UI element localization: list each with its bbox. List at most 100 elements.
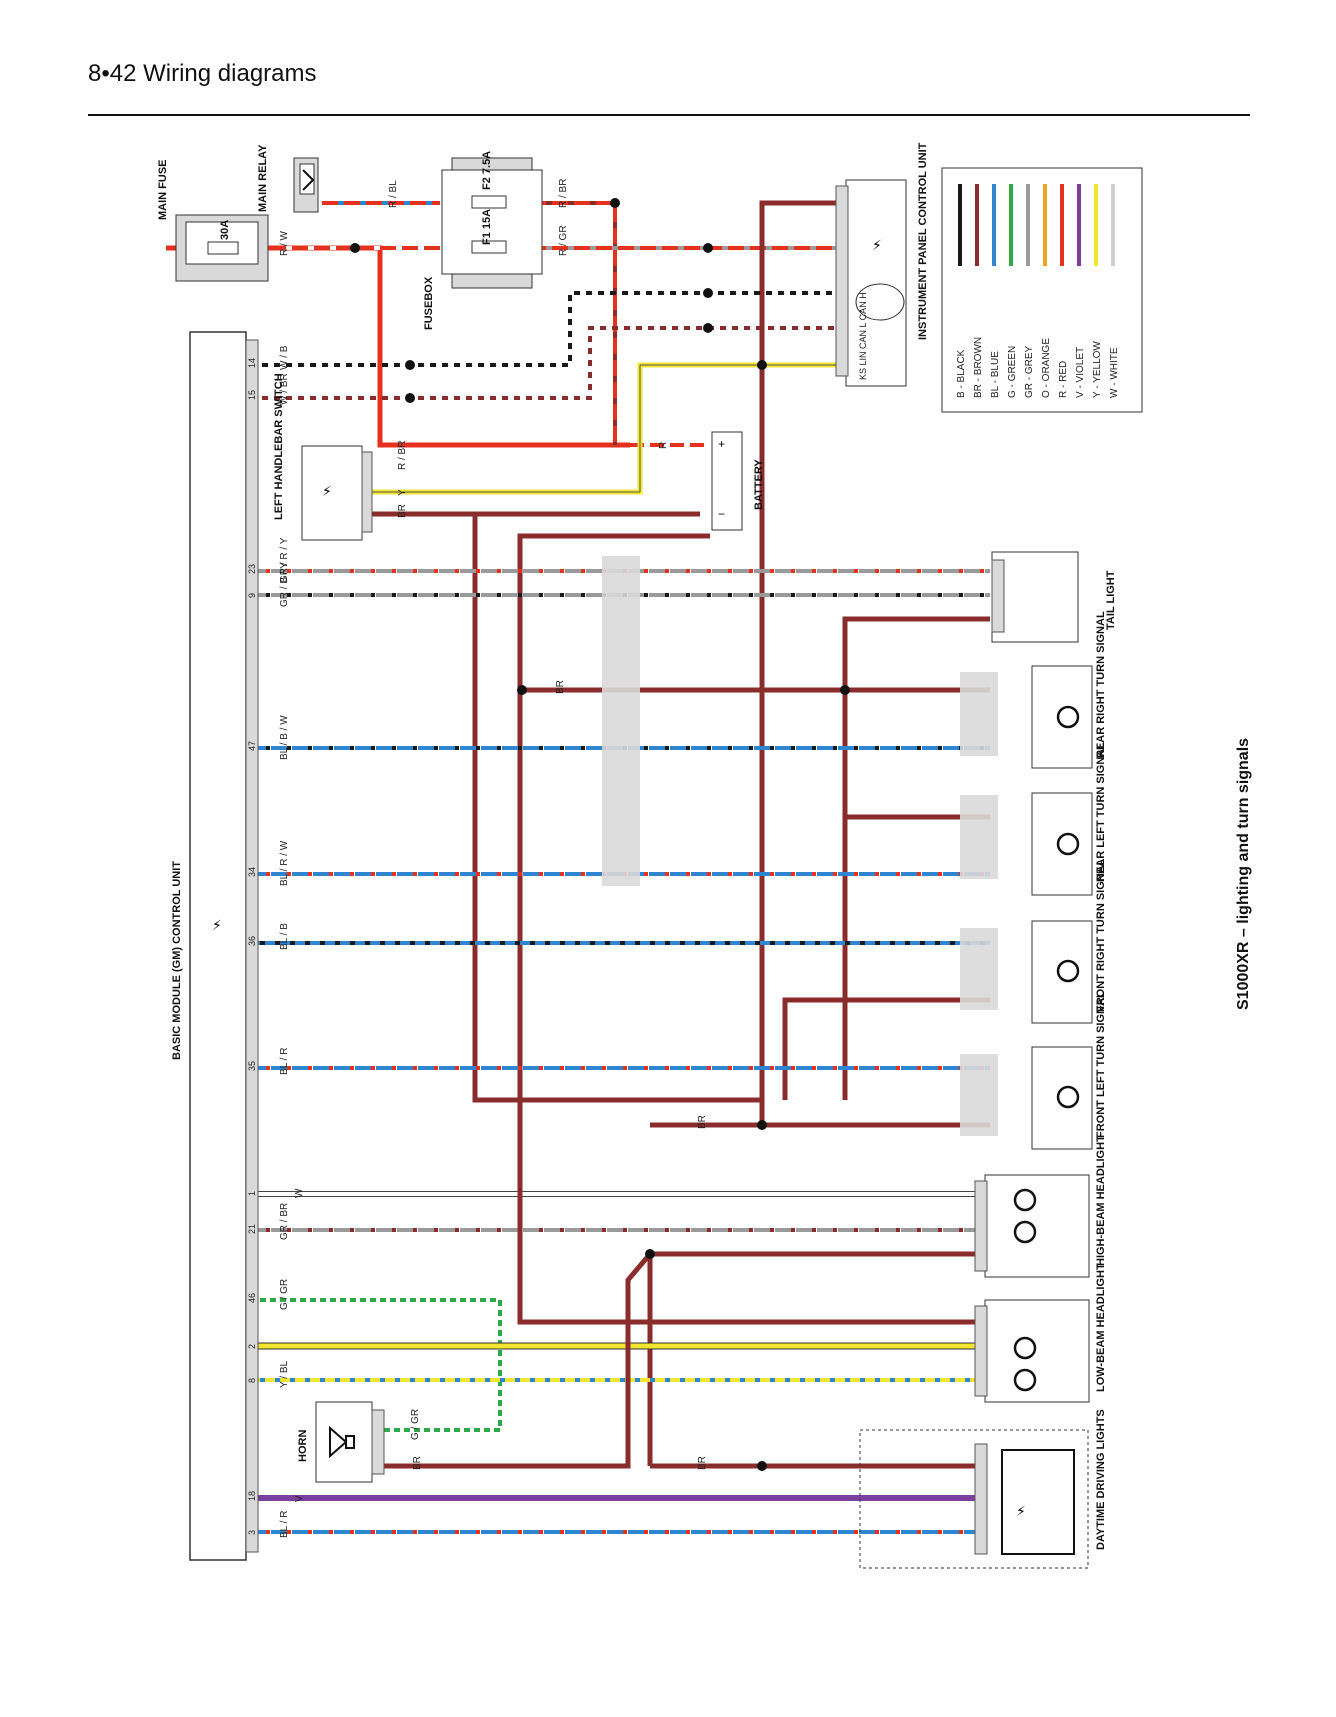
wire-r-br-ip [759, 200, 840, 1125]
main-relay: MAIN RELAY [257, 144, 319, 213]
instrument-panel: KS LIN CAN L CAN H INSTRUMENT PANEL CONT… [835, 142, 929, 387]
svg-text:1: 1 [247, 1191, 257, 1196]
svg-text:BL / B / W: BL / B / W [279, 715, 290, 760]
electronic-module-icon: ⚡ [872, 237, 882, 253]
front-left-label: FRONT LEFT TURN SIGNAL [1095, 991, 1107, 1138]
electronic-module-icon: ⚡ [322, 483, 332, 499]
bm-label: BASIC MODULE (GM) CONTROL UNIT [171, 861, 183, 1060]
wire-can-l [250, 326, 840, 400]
svg-text:18: 18 [247, 1491, 257, 1501]
wire-br-horn [380, 1252, 652, 1469]
basic-module: BASIC MODULE (GM) CONTROL UNIT ⚡ [171, 331, 259, 1561]
main-fuse: 30A MAIN FUSE [157, 160, 269, 282]
svg-text:21: 21 [247, 1224, 257, 1234]
svg-text:23: 23 [247, 564, 257, 574]
rear-left-label: REAR LEFT TURN SIGNAL [1095, 742, 1107, 882]
wire-br-low [517, 1100, 990, 1325]
switch-label: LEFT HANDLEBAR SWITCH [273, 373, 285, 520]
daytime-label: DAYTIME DRIVING LIGHTS [1095, 1409, 1107, 1550]
horn-label: HORN [297, 1430, 309, 1462]
svg-text:G / GR: G / GR [279, 1279, 290, 1310]
ip-pins: KS LIN CAN L CAN H [858, 292, 868, 380]
legend-label: R - RED [1058, 361, 1069, 398]
fusebox: F2 7.5A F1 15A FUSEBOX [423, 151, 543, 330]
wire-g-gr [250, 1298, 502, 1432]
svg-text:BR: BR [555, 680, 566, 694]
svg-text:GR / B / Y: GR / B / Y [279, 562, 290, 607]
wire-br-vert1 [472, 514, 762, 1103]
tail-light: TAIL LIGHT [991, 551, 1117, 643]
wire-br-tail [842, 616, 990, 1100]
svg-text:+: + [718, 437, 725, 451]
page-title: 8•42 Wiring diagrams [88, 60, 317, 87]
legend-label: V - VIOLET [1075, 347, 1086, 398]
daytime-driving-lights: ⚡ DAYTIME DRIVING LIGHTS [859, 1409, 1107, 1569]
svg-text:34: 34 [247, 867, 257, 877]
legend-label: W - WHITE [1109, 347, 1120, 398]
svg-text:14: 14 [247, 358, 257, 368]
wire-code-labels: R / W W / B W / BR GR / R / Y GR / B / Y… [279, 179, 708, 1538]
wire-br-battery [517, 533, 710, 1100]
high-beam-label: HIGH-BEAM HEADLIGHT [1095, 1135, 1107, 1266]
legend-label: O - ORANGE [1041, 338, 1052, 398]
svg-text:V: V [294, 1495, 305, 1502]
wire-br-front-right [782, 997, 990, 1100]
main-fuse-label: MAIN FUSE [157, 160, 169, 221]
legend-label: G - GREEN [1007, 346, 1018, 398]
horn: HORN [297, 1401, 385, 1483]
front-right-signal: FRONT RIGHT TURN SIGNAL [1031, 858, 1107, 1024]
connector-blocks [602, 556, 998, 1136]
ip-label: INSTRUMENT PANEL CONTROL UNIT [917, 142, 929, 340]
legend-label: Y - YELLOW [1092, 341, 1103, 398]
svg-text:BR: BR [397, 504, 408, 518]
svg-text:GR / BR: GR / BR [279, 1203, 290, 1240]
svg-text:BR: BR [412, 1456, 423, 1470]
electronic-module-icon: ⚡ [1016, 1503, 1026, 1519]
left-handlebar-switch: ⚡ LEFT HANDLEBAR SWITCH [273, 373, 373, 541]
svg-text:R / W: R / W [279, 230, 290, 256]
svg-text:W / BR: W / BR [279, 373, 290, 405]
tail-light-label: TAIL LIGHT [1105, 570, 1117, 630]
svg-text:36: 36 [247, 936, 257, 946]
diagram-caption: S1000XR – lighting and turn signals [1235, 738, 1252, 1010]
svg-text:35: 35 [247, 1061, 257, 1071]
electronic-module-icon: ⚡ [212, 917, 222, 933]
svg-text:−: − [718, 507, 725, 521]
svg-text:R / BL: R / BL [388, 180, 399, 208]
svg-text:BL / R: BL / R [279, 1048, 290, 1075]
svg-text:W / B: W / B [279, 345, 290, 370]
bm-pins: 14 15 23 9 47 34 36 35 1 21 46 2 8 18 3 [247, 358, 257, 1535]
low-beam-label: LOW-BEAM HEADLIGHT [1095, 1263, 1107, 1392]
svg-text:R: R [658, 442, 669, 449]
junction-dots [350, 198, 850, 1471]
svg-text:BL / R: BL / R [279, 1511, 290, 1538]
svg-text:R / GR: R / GR [558, 225, 569, 256]
svg-text:15: 15 [247, 390, 257, 400]
svg-text:Y / BL: Y / BL [279, 1361, 290, 1388]
fuse-f2: F2 7.5A [481, 151, 493, 190]
svg-text:BR: BR [697, 1115, 708, 1129]
front-left-signal: FRONT LEFT TURN SIGNAL [1031, 991, 1107, 1150]
wire-y-ip [368, 362, 840, 495]
wire-r-br [530, 201, 617, 445]
fuse-30a: 30A [219, 220, 231, 240]
page-header: 8•42 Wiring diagrams [88, 60, 1250, 116]
svg-text:BR: BR [697, 1456, 708, 1470]
rear-right-signal: REAR RIGHT TURN SIGNAL [1031, 611, 1107, 769]
svg-text:9: 9 [247, 593, 257, 598]
svg-text:GR / R / Y: GR / R / Y [279, 537, 290, 583]
svg-text:BL / B: BL / B [279, 923, 290, 950]
wire-br-rear-left [842, 690, 990, 820]
low-beam-headlight: LOW-BEAM HEADLIGHT [974, 1263, 1107, 1403]
battery-label: BATTERY [753, 459, 765, 510]
high-beam-headlight: HIGH-BEAM HEADLIGHT [974, 1135, 1107, 1278]
rear-left-signal: REAR LEFT TURN SIGNAL [1031, 742, 1107, 896]
svg-text:3: 3 [247, 1530, 257, 1535]
battery: + − BATTERY [711, 431, 765, 531]
svg-text:G / GR: G / GR [410, 1409, 421, 1440]
svg-text:2: 2 [247, 1344, 257, 1349]
legend-label: GR - GREY [1024, 345, 1035, 398]
wire-can-h [250, 291, 840, 367]
